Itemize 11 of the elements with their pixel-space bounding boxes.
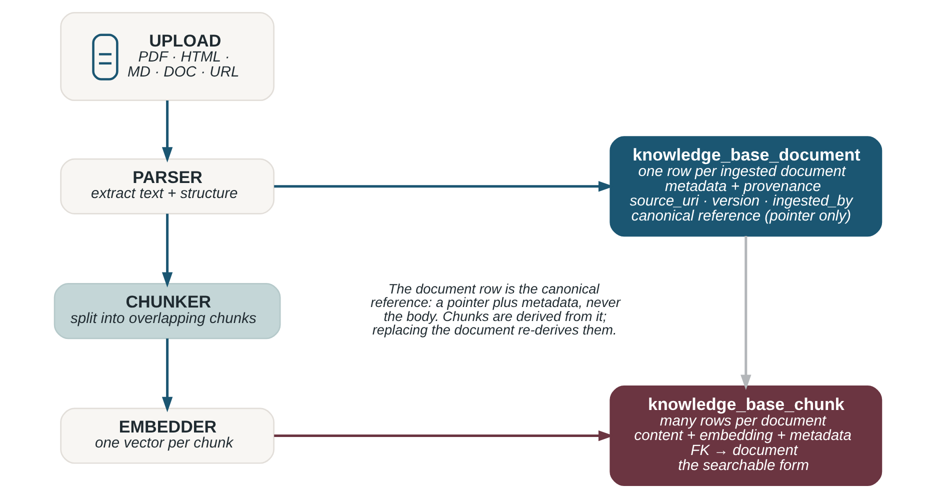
arrow bbox=[162, 214, 173, 288]
node-box: knowledge_base_document one row per ingested document metadata + provenance source_uri · version · ingested_by canonical reference (pointer only) bbox=[610, 136, 882, 237]
node-box: knowledge_base_chunk many rows per document content + embedding + metadata FK → document the searchable form bbox=[610, 386, 882, 486]
node-box: UPLOAD PDF · HTML · MD · DOC · URL bbox=[60, 12, 274, 102]
node-box: PARSER extract text + structure bbox=[60, 158, 274, 214]
arrow bbox=[162, 100, 173, 162]
node-box: CHUNKER split into overlapping chunks bbox=[54, 283, 281, 340]
node-box: EMBEDDER one vector per chunk bbox=[60, 408, 274, 464]
arrow bbox=[740, 236, 752, 390]
arrow bbox=[162, 338, 173, 412]
label: The document row is the canonical reference: a pointer plus metadata, never the body. Chunks are derived from it; replacing the document re-derives them. bbox=[370, 282, 620, 338]
